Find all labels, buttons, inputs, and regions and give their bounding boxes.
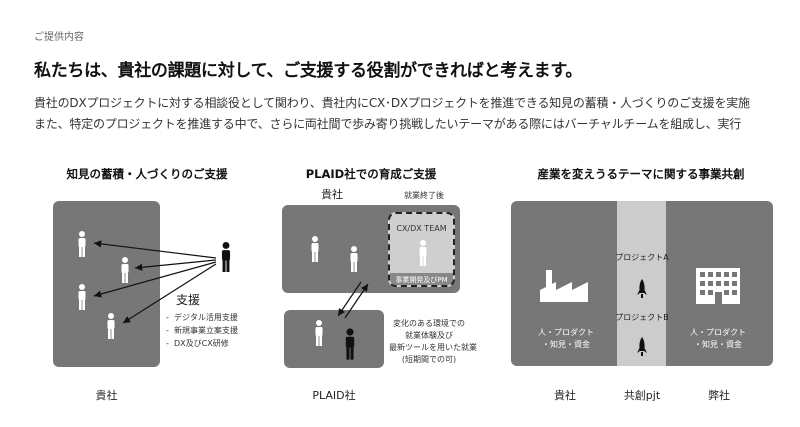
person-icon-c2-team bbox=[419, 240, 427, 266]
support-item-3: - DX及びCX研修 bbox=[166, 339, 229, 348]
pm-label: 事業開発及びPM bbox=[395, 276, 448, 284]
exchange-arrows bbox=[337, 281, 369, 319]
body-line-2: また、特定のプロジェクトを推進する中で、さらに両社間で歩み寄り挑戦したいテーマが… bbox=[34, 117, 742, 131]
rocket-icon-b bbox=[637, 337, 647, 356]
section-label: ご提供内容 bbox=[34, 32, 84, 43]
person-icon-c1-2 bbox=[121, 257, 129, 283]
rocket-icon-a bbox=[637, 279, 647, 298]
col3-caption-client: 貴社 bbox=[554, 389, 576, 402]
supporter-person-icon bbox=[221, 242, 231, 272]
person-icon-c2-plaid-2 bbox=[345, 328, 355, 360]
person-icon-c2-client-1 bbox=[311, 236, 319, 262]
body-line-1: 貴社のDXプロジェクトに対する相談役として関わり、貴社内にCX･DXプロジェクト… bbox=[34, 96, 750, 110]
person-icon-c2-plaid-1 bbox=[315, 320, 323, 346]
col1-title: 知見の蓄積・人づくりのご支援 bbox=[66, 167, 228, 181]
col1-caption: 貴社 bbox=[95, 389, 118, 402]
building-icon bbox=[696, 268, 740, 304]
note-lines: 変化のある環境での 就業体験及び 最新ツールを用いた就業 (短期間での可) bbox=[389, 319, 477, 364]
headline: 私たちは、貴社の課題に対して、ご支援する役割ができればと考えます。 bbox=[34, 61, 583, 81]
client-box bbox=[53, 201, 160, 367]
team-label: CX/DX TEAM bbox=[396, 224, 447, 233]
client-label: 貴社 bbox=[321, 188, 343, 201]
col2-caption: PLAID社 bbox=[312, 389, 356, 402]
col2-title: PLAID社での育成ご支援 bbox=[305, 167, 437, 181]
col3-caption-pjt: 共創pjt bbox=[623, 389, 661, 402]
person-icon-c1-1 bbox=[78, 231, 86, 257]
pm-label-bar bbox=[390, 273, 453, 285]
support-item-2: - 新規事業立案支援 bbox=[166, 326, 238, 335]
person-icon-c1-3 bbox=[78, 284, 86, 310]
support-item-1: - デジタル活用支援 bbox=[166, 313, 238, 322]
support-label: 支援 bbox=[176, 293, 201, 307]
left-resources: 人・プロダクト ・知見・資金 bbox=[538, 328, 594, 349]
plaid-box bbox=[284, 310, 384, 368]
right-resources: 人・プロダクト ・知見・資金 bbox=[690, 328, 746, 349]
person-icon-c1-4 bbox=[107, 313, 115, 339]
support-arrows bbox=[93, 240, 217, 324]
col3-title: 産業を変えうるテーマに関する事業共創 bbox=[537, 167, 745, 181]
project-a-label: プロジェクトA bbox=[615, 253, 669, 262]
col3-caption-ours: 弊社 bbox=[708, 389, 730, 402]
person-icon-c2-client-2 bbox=[350, 246, 358, 272]
factory-icon bbox=[540, 270, 588, 302]
after-label: 就業終了後 bbox=[404, 191, 444, 200]
project-b-label: プロジェクトB bbox=[615, 313, 669, 322]
